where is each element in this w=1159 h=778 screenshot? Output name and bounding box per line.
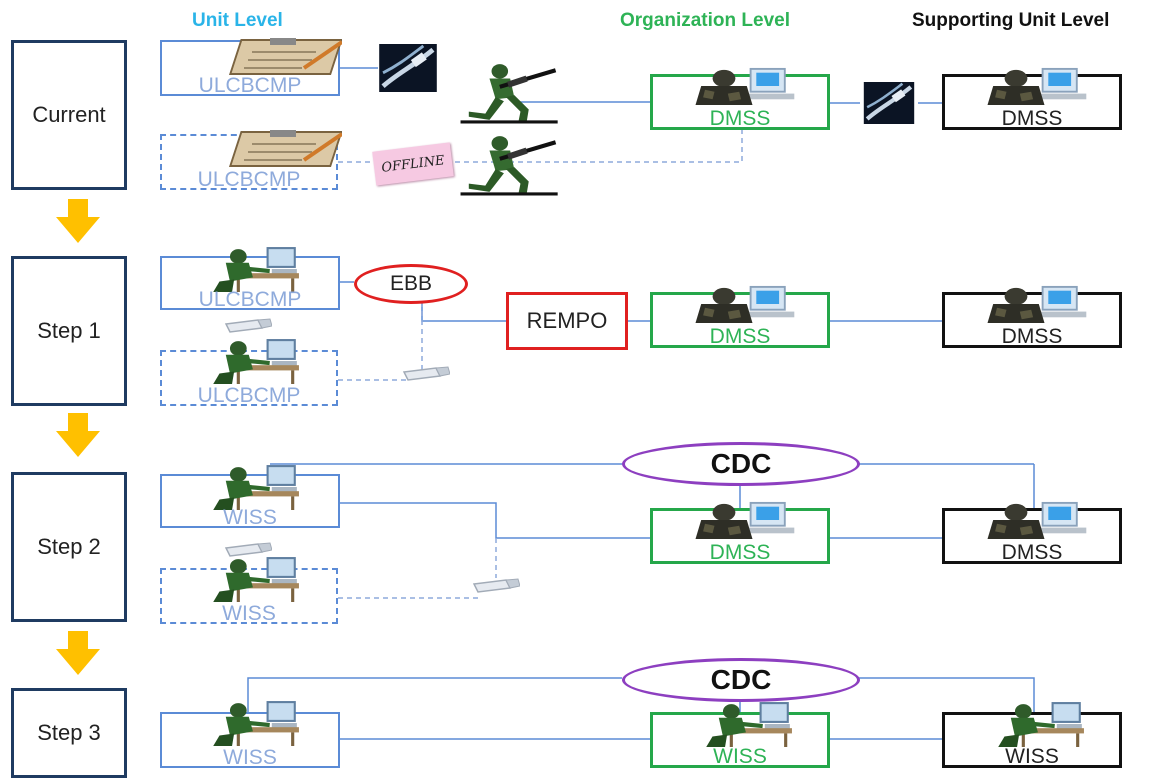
soldier-workstation-icon (673, 501, 813, 539)
current-unit-online-box: ULCBCMP (160, 38, 342, 97)
soldier-workstation-icon (673, 67, 813, 105)
step1-unit-online-label: ULCBCMP (198, 288, 302, 311)
soldier-workstation-icon (965, 501, 1105, 539)
step1-unit-offline-label: ULCBCMP (197, 384, 301, 407)
ebb-label: EBB (389, 272, 433, 295)
step-current-box: Current (11, 40, 127, 190)
soldier-workstation-icon (991, 701, 1087, 747)
step3-org-wiss-box: WISS (650, 712, 830, 768)
soldier-workstation-icon (206, 246, 302, 292)
step2-unit-online-label: WISS (223, 506, 277, 529)
usb-drive-icon (470, 576, 520, 594)
step-1-box: Step 1 (11, 256, 127, 406)
step2-support-label: DMSS (1001, 541, 1063, 564)
step2-cdc-ellipse: CDC (622, 442, 860, 486)
step2-support-dmss-box: DMSS (942, 508, 1122, 564)
soldier-workstation-icon (206, 464, 302, 510)
down-arrow-icon (56, 412, 100, 458)
step-3-box: Step 3 (11, 688, 127, 778)
step2-org-dmss-box: DMSS (650, 508, 830, 564)
organization-level-header: Organization Level (620, 10, 790, 31)
step2-unit-online-box: WISS (160, 474, 340, 529)
current-org-dmss-box: DMSS (650, 74, 830, 130)
running-soldier-icon (446, 62, 566, 124)
rempo-label: REMPO (526, 308, 608, 333)
step2-unit-offline-box: WISS (160, 568, 338, 625)
step3-cdc-label: CDC (710, 664, 772, 695)
step2-org-label: DMSS (709, 541, 771, 564)
current-unit-offline-box: ULCBCMP (160, 134, 338, 191)
supporting-unit-level-header: Supporting Unit Level (912, 10, 1110, 31)
step3-cdc-ellipse: CDC (622, 658, 860, 702)
current-support-dmss-box: DMSS (942, 74, 1122, 130)
soldier-workstation-icon (965, 285, 1105, 323)
ebb-ellipse: EBB (354, 264, 468, 304)
clipboard-icon (192, 38, 342, 78)
current-unit-online-label: ULCBCMP (198, 74, 302, 97)
step3-unit-label: WISS (223, 746, 277, 769)
step1-org-dmss-box: DMSS (650, 292, 830, 348)
soldier-workstation-icon (206, 338, 302, 384)
soldier-workstation-icon (206, 556, 302, 602)
step3-org-label: WISS (713, 745, 767, 768)
rempo-box: REMPO (506, 292, 628, 350)
step-current-label: Current (32, 102, 106, 127)
unit-level-header: Unit Level (192, 10, 283, 31)
step1-unit-online-box: ULCBCMP (160, 256, 340, 311)
network-cable-icon (378, 44, 438, 92)
current-org-label: DMSS (709, 107, 771, 130)
down-arrow-icon (56, 198, 100, 244)
current-unit-offline-label: ULCBCMP (197, 168, 301, 191)
down-arrow-icon (56, 630, 100, 676)
step1-org-label: DMSS (709, 325, 771, 348)
soldier-workstation-icon (206, 700, 302, 746)
step1-support-dmss-box: DMSS (942, 292, 1122, 348)
step-3-label: Step 3 (37, 720, 101, 745)
clipboard-icon (192, 130, 342, 170)
soldier-workstation-icon (965, 67, 1105, 105)
step1-unit-offline-box: ULCBCMP (160, 350, 338, 407)
step-1-label: Step 1 (37, 318, 101, 343)
usb-drive-icon (400, 364, 450, 382)
soldier-workstation-icon (699, 701, 795, 747)
step-2-label: Step 2 (37, 534, 101, 559)
usb-drive-icon (222, 316, 272, 334)
step3-support-label: WISS (1005, 745, 1059, 768)
step3-support-wiss-box: WISS (942, 712, 1122, 768)
network-cable-icon (860, 82, 918, 124)
step2-unit-offline-label: WISS (222, 602, 276, 625)
soldier-workstation-icon (673, 285, 813, 323)
step1-support-label: DMSS (1001, 325, 1063, 348)
step3-unit-wiss-box: WISS (160, 712, 340, 769)
offline-note-text: OFFLINE (380, 152, 446, 176)
running-soldier-icon (446, 134, 566, 196)
current-support-label: DMSS (1001, 107, 1063, 130)
step2-cdc-label: CDC (710, 448, 772, 479)
step-2-box: Step 2 (11, 472, 127, 622)
